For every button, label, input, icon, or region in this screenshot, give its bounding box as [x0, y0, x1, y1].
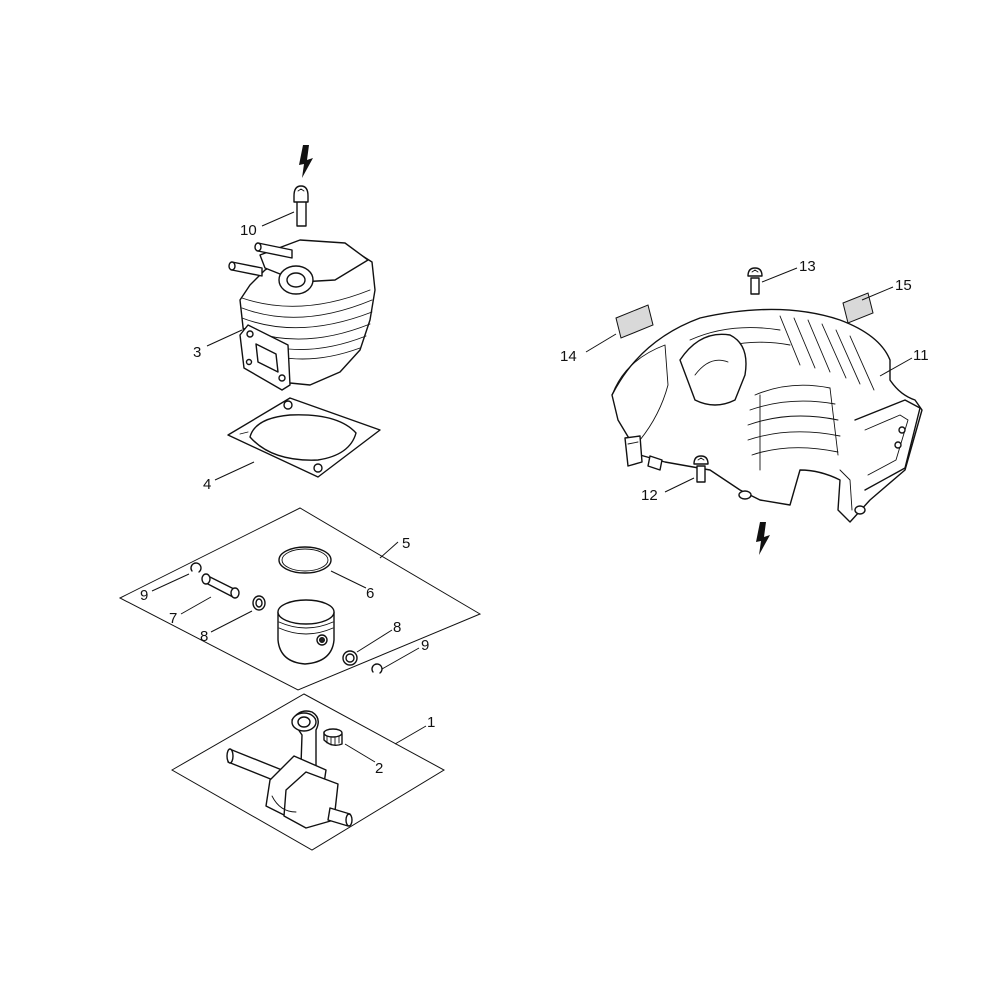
crankshaft-frame-part-1 — [170, 693, 446, 851]
callout-11: 11 — [913, 347, 929, 364]
piston-pin-part-7 — [201, 573, 240, 599]
piston-kit-frame-part-5 — [118, 507, 482, 691]
callout-12: 12 — [641, 487, 658, 504]
callout-8-left: 8 — [200, 628, 208, 645]
callout-9-right: 9 — [421, 637, 429, 654]
callout-2: 2 — [375, 760, 383, 777]
screw-part-12 — [693, 455, 709, 483]
callout-15: 15 — [895, 277, 912, 294]
screw-part-13 — [747, 267, 763, 295]
washer-part-8-right — [342, 650, 358, 666]
needle-bearing-part-2 — [323, 728, 343, 747]
washer-part-8-left — [252, 595, 266, 611]
shroud-part-11 — [611, 308, 923, 523]
crankshaft — [226, 710, 353, 829]
circlip-part-9-right — [371, 663, 383, 674]
callout-7: 7 — [169, 610, 177, 627]
circlip-part-9-left — [190, 562, 202, 573]
leader-lines — [151, 211, 913, 763]
callout-14: 14 — [560, 348, 577, 365]
callout-3: 3 — [193, 344, 201, 361]
callout-13: 13 — [799, 258, 816, 275]
callout-labels: 10 3 4 5 6 9 7 8 8 9 1 2 11 12 13 14 15 — [140, 222, 929, 777]
callout-1: 1 — [427, 714, 435, 731]
callout-4: 4 — [203, 476, 211, 493]
callout-10: 10 — [240, 222, 257, 239]
callout-9-left: 9 — [140, 587, 148, 604]
bolt-part-10 — [293, 185, 309, 227]
gasket-part-4 — [227, 397, 381, 478]
label-part-14 — [615, 304, 654, 339]
assembly-arrow-bottom — [756, 522, 770, 555]
callout-6: 6 — [366, 585, 374, 602]
callout-8-right: 8 — [393, 619, 401, 636]
callout-5: 5 — [402, 535, 410, 552]
assembly-arrow-top — [299, 145, 313, 178]
piston-ring-part-6 — [278, 546, 332, 574]
label-part-15 — [842, 292, 874, 324]
cylinder-part-3 — [228, 239, 376, 391]
piston — [277, 599, 335, 665]
